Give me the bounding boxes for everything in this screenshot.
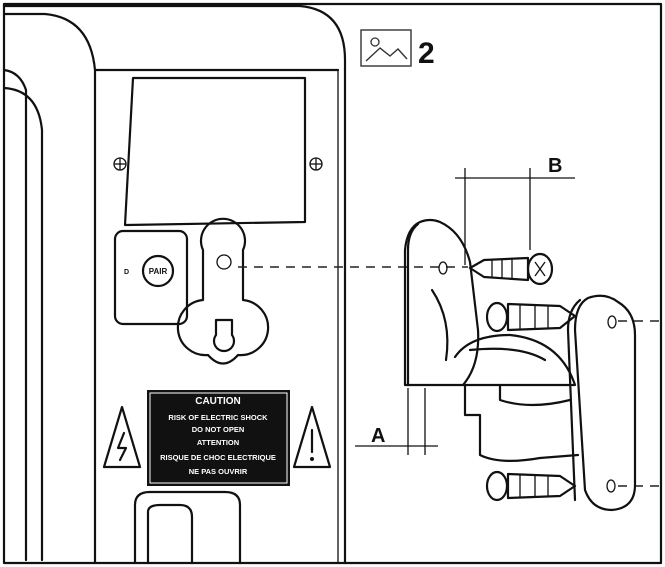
housing-inner-edge-2: [2, 86, 44, 562]
lightning-warning-icon: [102, 405, 142, 469]
screw-icon: [485, 470, 577, 502]
bracket-arm-inner: [498, 383, 572, 407]
pair-button-housing: [113, 229, 189, 326]
speaker-plate-hole-lower: [606, 479, 616, 493]
step-indicator: 2: [360, 29, 435, 70]
housing-outline: [2, 4, 347, 565]
caution-line: RISK OF ELECTRIC SHOCK: [168, 413, 268, 422]
housing-side-edge: [2, 12, 97, 565]
connector-port: [133, 490, 242, 565]
connector-port-inner: [146, 503, 194, 565]
bracket-speaker-plate-edge: [566, 298, 582, 502]
keyhole-slot: [212, 318, 236, 353]
pair-button-side-mark: D: [124, 269, 129, 276]
keyhole-plate: [176, 217, 270, 365]
speaker-housing: PAIR D CAUTION RISK OF ELECTRIC SHOCK DO…: [2, 4, 347, 565]
mounting-bracket: [403, 218, 637, 512]
screw-left-icon: [113, 157, 127, 171]
speaker-plate-hole-upper: [607, 315, 617, 329]
caution-label-plate: [147, 390, 290, 486]
caution-line: RISQUE DE CHOC ELECTRIQUE: [160, 453, 276, 462]
keyhole-screw-point: [216, 254, 232, 270]
dimension-b-label: B: [548, 155, 562, 177]
label-recess: [123, 76, 307, 227]
dimension-b: B: [455, 155, 575, 265]
bracket-curve: [430, 288, 449, 362]
bracket-mount-hole: [438, 261, 448, 275]
dimension-a: A: [355, 388, 438, 455]
housing-inner-edge: [2, 68, 28, 562]
image-icon: [360, 29, 412, 67]
dimension-a-label: A: [371, 425, 385, 447]
exclamation-warning-icon: [292, 405, 332, 469]
caution-line: NE PAS OUVRIR: [189, 467, 248, 476]
caution-heading: CAUTION: [195, 396, 241, 407]
caution-line: DO NOT OPEN: [192, 425, 245, 434]
bracket-wall-plate: [403, 218, 480, 387]
bracket-arm: [463, 383, 580, 462]
step-number: 2: [418, 37, 435, 70]
bracket-ball-joint: [453, 333, 577, 387]
bracket-ridge: [468, 347, 547, 362]
caution-label-border: [149, 392, 288, 484]
screw-icon: [468, 252, 554, 286]
pair-button-label: PAIR: [149, 267, 168, 276]
pair-button: [141, 254, 175, 288]
screw-icon: [485, 301, 577, 333]
bracket-speaker-plate: [573, 294, 637, 512]
screw-right-icon: [309, 157, 323, 171]
bracket-plate-edge: [406, 222, 420, 387]
caution-line: ATTENTION: [197, 438, 239, 447]
